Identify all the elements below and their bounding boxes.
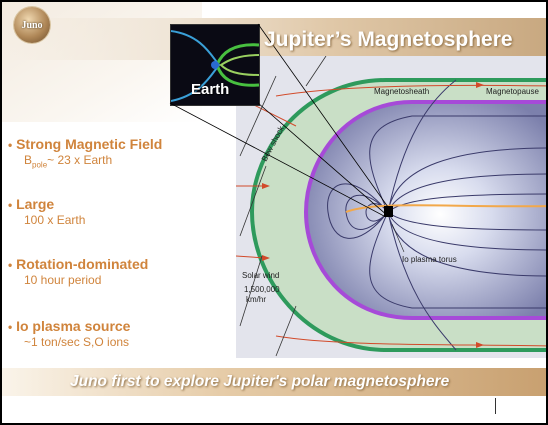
earth-inset-image — [171, 25, 259, 105]
earth-inset: Earth — [170, 24, 260, 106]
bullet-sub: ~1 ton/sec S,O ions — [24, 335, 130, 349]
bullet-sub: 10 hour period — [24, 273, 102, 287]
cursor-mark — [495, 398, 496, 414]
bullet-large: • Large 100 x Earth — [8, 196, 238, 227]
bullet-magnetic-field: • Strong Magnetic Field Bpole~ 23 x Eart… — [8, 136, 238, 169]
bullet-rotation: • Rotation-dominated 10 hour period — [8, 256, 238, 287]
solar-wind-label: Solar wind — [242, 271, 279, 280]
plasma-sheet — [345, 204, 546, 213]
field-lines — [327, 79, 546, 351]
bullet-head: Io plasma source — [16, 318, 131, 334]
bullet-head: Large — [16, 196, 55, 212]
footer-caption: Juno first to explore Jupiter's polar ma… — [70, 373, 450, 390]
magnetosheath-label: Magnetosheath — [374, 87, 429, 96]
slide-title: Jupiter’s Magnetosphere — [264, 28, 513, 51]
jupiter-marker — [384, 206, 393, 217]
magnetosphere-svg: Magnetosheath Magnetopause Bow shock Io … — [236, 56, 546, 358]
earth-label: Earth — [191, 81, 230, 98]
bullet-head: Rotation-dominated — [16, 256, 149, 272]
bullet-head: Strong Magnetic Field — [16, 136, 163, 152]
magnetosphere-body — [306, 102, 546, 318]
bullet-sub: 100 x Earth — [24, 213, 86, 227]
solar-wind-flow — [236, 84, 546, 347]
solar-wind-speed-unit: km/hr — [246, 295, 266, 304]
io-torus-label: Io plasma torus — [402, 255, 457, 264]
solar-wind-field — [239, 56, 327, 357]
magnetopause-line — [303, 100, 546, 320]
bullet-io-plasma: • Io plasma source ~1 ton/sec S,O ions — [8, 318, 238, 349]
bullet-sub: Bpole~ 23 x Earth — [24, 153, 113, 170]
solar-wind-speed: 1,500,000 — [244, 285, 280, 294]
flow-arrows — [262, 82, 484, 348]
juno-logo: Juno — [14, 7, 50, 43]
magnetopause-label: Magnetopause — [486, 87, 539, 96]
juno-logo-text: Juno — [21, 19, 43, 31]
footer-band — [2, 368, 546, 396]
magnetosphere-diagram: Magnetosheath Magnetopause Bow shock Io … — [236, 56, 546, 358]
bow-shock-line — [249, 78, 546, 352]
title-band — [2, 18, 546, 60]
